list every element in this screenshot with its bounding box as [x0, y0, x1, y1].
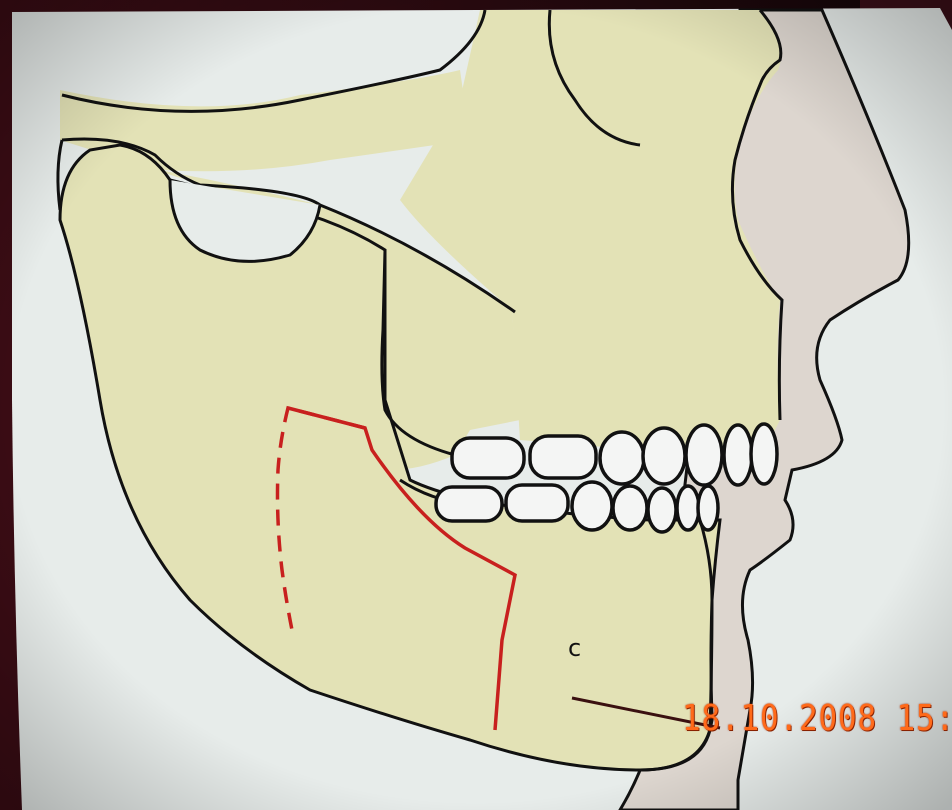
photo-timestamp: 18.10.2008 15:	[682, 698, 952, 739]
